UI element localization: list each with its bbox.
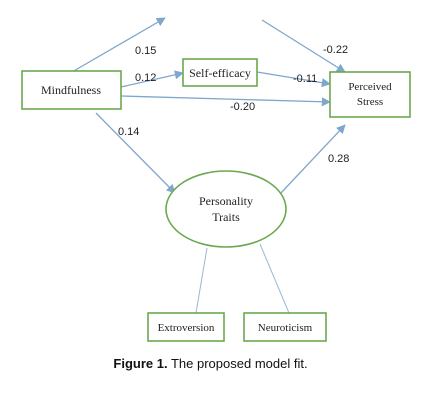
- coef-mindfulness-to-top: 0.15: [135, 45, 156, 57]
- node-neuroticism: Neuroticism: [243, 312, 327, 342]
- edge-mindfulness-to-self-efficacy: [120, 70, 184, 88]
- coef-mindfulness-to-perceived-stress: -0.20: [230, 101, 255, 113]
- edge-self-efficacy-to-perceived-stress: [256, 71, 331, 88]
- edge-personality-to-neuroticism: [259, 243, 290, 314]
- personality-label-line1: Personality: [199, 194, 253, 208]
- node-perceived-stress: Perceived Stress: [329, 71, 411, 118]
- personality-label-line2: Traits: [212, 210, 240, 224]
- neuroticism-label: Neuroticism: [258, 322, 313, 334]
- coef-personality-to-perceived-stress: 0.28: [328, 153, 349, 165]
- node-self-efficacy: Self-efficacy: [182, 58, 258, 87]
- extroversion-label: Extroversion: [158, 322, 215, 334]
- edge-top-to-perceived-stress: [261, 19, 346, 73]
- self-efficacy-label: Self-efficacy: [189, 66, 251, 80]
- edge-mindfulness-to-personality: [95, 112, 176, 194]
- node-mindfulness: Mindfulness: [21, 70, 122, 110]
- edge-personality-to-perceived-stress: [278, 124, 346, 196]
- edge-mindfulness-to-top: [71, 17, 166, 73]
- node-extroversion: Extroversion: [147, 312, 225, 342]
- figure-caption: Figure 1. The proposed model fit.: [0, 356, 421, 371]
- perceived-stress-label-line2: Stress: [357, 96, 383, 108]
- edge-personality-to-extroversion: [195, 247, 208, 314]
- node-personality-traits: Personality Traits: [165, 170, 287, 248]
- coef-top-to-perceived-stress: -0.22: [323, 44, 348, 56]
- coef-self-efficacy-to-perceived-stress: -0.11: [293, 73, 317, 85]
- edge-mindfulness-to-perceived-stress: [120, 95, 331, 107]
- caption-label: Figure 1.: [113, 356, 168, 371]
- perceived-stress-label-line1: Perceived: [348, 81, 392, 93]
- caption-text: The proposed model fit.: [167, 356, 308, 371]
- coef-mindfulness-to-self-efficacy: 0.12: [135, 72, 156, 84]
- mindfulness-label: Mindfulness: [41, 83, 101, 97]
- coef-mindfulness-to-personality: 0.14: [118, 126, 139, 138]
